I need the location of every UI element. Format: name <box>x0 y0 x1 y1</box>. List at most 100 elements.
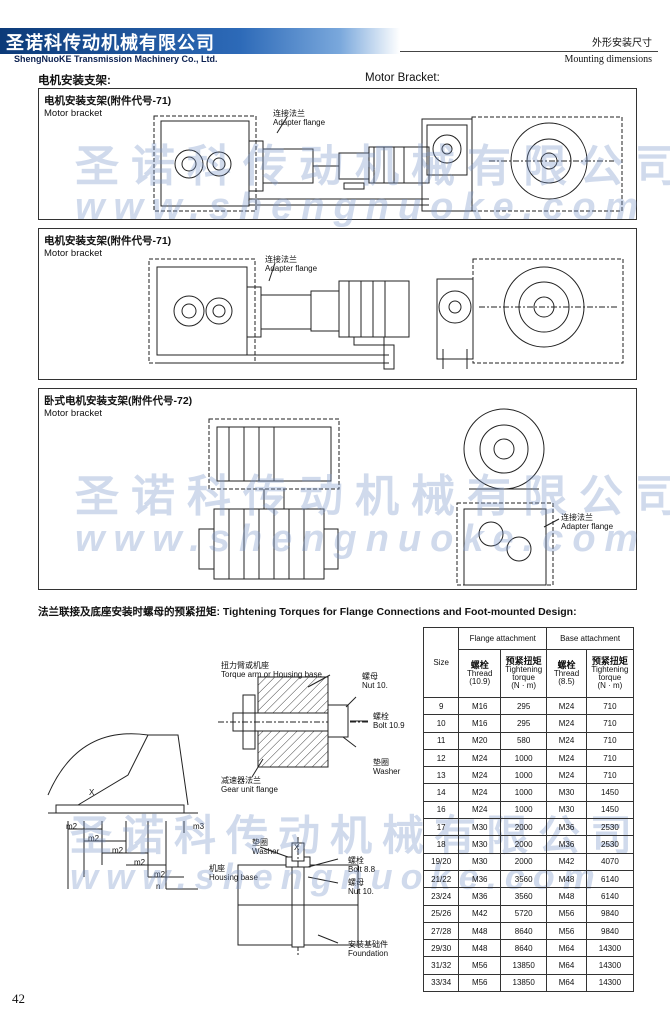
table-cell: 1450 <box>585 800 635 820</box>
table-cell: M36 <box>546 818 587 837</box>
table-cell: M42 <box>458 904 502 923</box>
table-cell: M36 <box>546 835 587 854</box>
table-cell: M64 <box>546 939 587 958</box>
col-size: Size <box>422 627 460 698</box>
table-cell: 2530 <box>585 835 635 854</box>
table-cell: M30 <box>458 852 502 871</box>
label-m3: m3 <box>193 822 205 831</box>
table-cell: 9 <box>422 696 460 716</box>
section-title-en: Mounting dimensions <box>564 54 652 65</box>
table-cell: M36 <box>458 869 502 889</box>
table-cell: 1450 <box>585 783 635 802</box>
table-cell: 2000 <box>500 818 548 837</box>
table-cell: M30 <box>546 783 587 802</box>
panel-title: 电机安装支架(附件代号-71) <box>44 95 172 107</box>
label-m2: m2 <box>112 846 124 855</box>
table-cell: 21/22 <box>422 869 460 889</box>
table-cell: M48 <box>546 869 587 889</box>
table-cell: 14300 <box>585 956 635 975</box>
table-cell: 710 <box>585 731 635 750</box>
table-cell: M64 <box>546 956 587 975</box>
table-cell: 295 <box>500 714 548 733</box>
table-cell: 27/28 <box>422 921 460 941</box>
table-cell: M30 <box>546 800 587 820</box>
label-m2: m2 <box>88 834 100 843</box>
table-cell: 19/20 <box>422 852 460 871</box>
table-cell: 13850 <box>500 973 548 993</box>
table-cell: 14 <box>422 783 460 802</box>
table-cell: M24 <box>546 731 587 750</box>
company-name-cn: 圣诺科传动机械有限公司 <box>6 33 215 54</box>
bracket-drawing-72 <box>198 408 560 586</box>
table-cell: 23/24 <box>422 887 460 906</box>
table-cell: 18 <box>422 835 460 854</box>
table-cell: 16 <box>422 800 460 820</box>
table-cell: M24 <box>458 766 502 785</box>
table-cell: 295 <box>500 696 548 716</box>
table-cell: M24 <box>458 783 502 802</box>
table-cell: 12 <box>422 748 460 768</box>
col-base-attachment: Base attachment <box>546 627 634 650</box>
table-cell: M48 <box>458 939 502 958</box>
header-rule <box>400 51 658 52</box>
label-m2: m2 <box>66 822 78 831</box>
panel-title: 卧式电机安装支架(附件代号-72) <box>44 395 193 407</box>
table-cell: 8640 <box>500 921 548 941</box>
table-cell: 31/32 <box>422 956 460 975</box>
table-cell: M30 <box>458 835 502 854</box>
table-cell: 710 <box>585 766 635 785</box>
label-x-1: X <box>89 788 95 797</box>
company-name-en: ShengNuoKE Transmission Machinery Co., L… <box>14 54 218 64</box>
table-cell: M24 <box>458 748 502 768</box>
table-cell: 1000 <box>500 800 548 820</box>
table-cell: M16 <box>458 714 502 733</box>
table-cell: 14300 <box>585 939 635 958</box>
table-cell: 9840 <box>585 904 635 923</box>
table-cell: 10 <box>422 714 460 733</box>
table-cell: 6140 <box>585 887 635 906</box>
table-cell: M30 <box>458 818 502 837</box>
table-cell: 2530 <box>585 818 635 837</box>
table-cell: M24 <box>546 696 587 716</box>
motor-bracket-title-en: Motor Bracket: <box>365 72 440 84</box>
table-cell: 2000 <box>500 852 548 871</box>
torque-section-title: 法兰联接及底座安装时螺母的预紧扭矩: Tightening Torques fo… <box>38 606 577 618</box>
motor-bracket-title-cn: 电机安装支架: <box>38 75 111 87</box>
label-n: n <box>156 882 161 891</box>
page-number: 42 <box>12 991 25 1006</box>
table-cell: M48 <box>546 887 587 906</box>
table-cell: 1000 <box>500 783 548 802</box>
label-m2: m2 <box>154 870 166 879</box>
table-cell: 710 <box>585 714 635 733</box>
table-cell: 2000 <box>500 835 548 854</box>
